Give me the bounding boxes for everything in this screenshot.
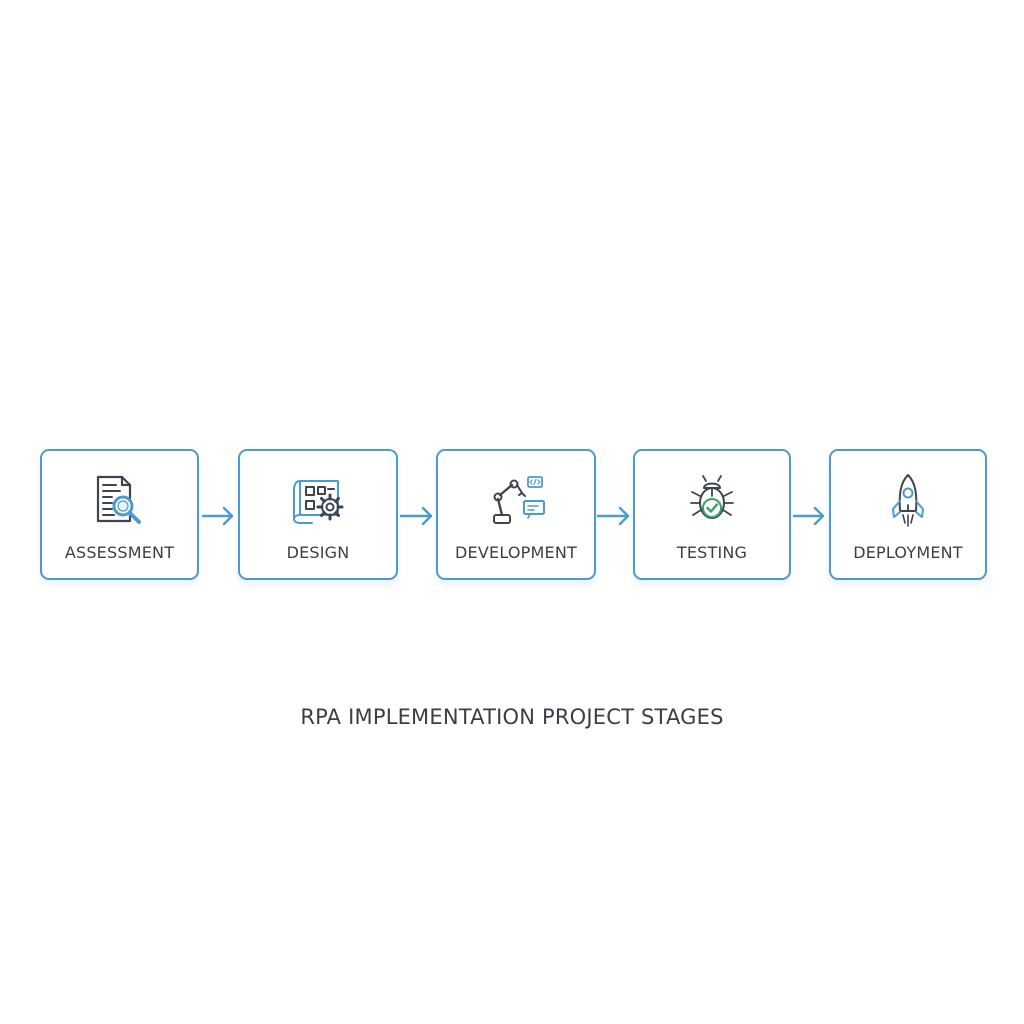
arrow-right-icon: [792, 503, 827, 529]
stage-label: DESIGN: [286, 543, 350, 562]
document-magnifier-icon: [90, 471, 150, 531]
blueprint-gear-icon: [288, 471, 348, 531]
stage-label: TESTING: [676, 543, 748, 562]
arrow-right-icon: [596, 503, 632, 529]
diagram-caption: RPA IMPLEMENTATION PROJECT STAGES: [300, 705, 724, 729]
stage-label: ASSESSMENT: [64, 543, 175, 562]
stage-development: DEVELOPMENT: [436, 449, 596, 580]
stage-assessment: ASSESSMENT: [40, 449, 199, 580]
stage-testing: TESTING: [633, 449, 791, 580]
rocket-icon: [878, 471, 938, 531]
bug-check-icon: [682, 471, 742, 531]
stage-label: DEPLOYMENT: [853, 543, 963, 562]
stage-label: DEVELOPMENT: [455, 543, 577, 562]
robot-arm-code-icon: [486, 471, 546, 531]
stage-deployment: DEPLOYMENT: [829, 449, 987, 580]
stage-design: DESIGN: [238, 449, 398, 580]
stage-flow: ASSESSMENT: [0, 449, 1024, 589]
arrow-right-icon: [201, 503, 236, 529]
arrow-right-icon: [399, 503, 435, 529]
